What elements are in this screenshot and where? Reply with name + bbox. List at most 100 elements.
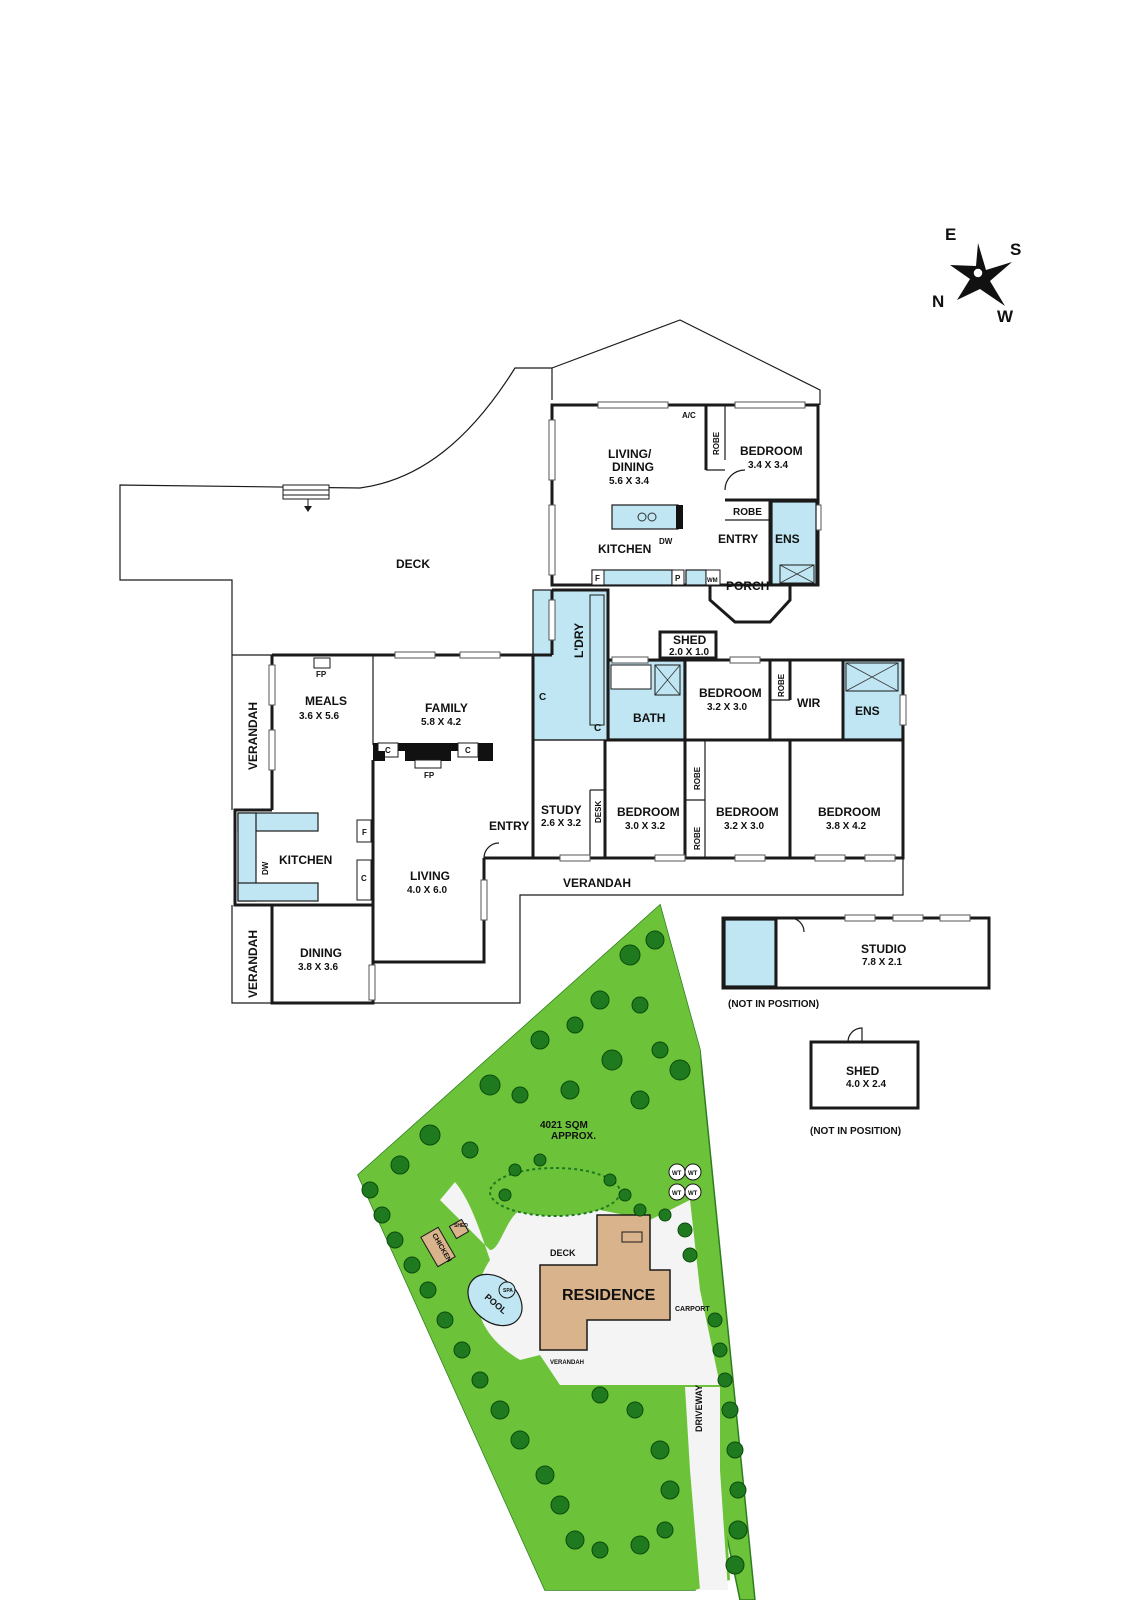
fp-living-label: FP <box>424 771 435 780</box>
fp-meals-label: FP <box>316 670 327 679</box>
living-name: LIVING <box>410 869 450 883</box>
deck-roof-outline <box>551 319 821 405</box>
compass-east: E <box>945 225 956 244</box>
robe-b-label: ROBE <box>733 507 762 518</box>
verandah-bottom-label: VERANDAH <box>563 876 631 890</box>
porch-outline <box>708 585 792 624</box>
studio-name: STUDIO <box>861 942 906 956</box>
robe-d-label: ROBE <box>693 766 702 790</box>
compass-rose-icon: E S N W <box>932 225 1021 326</box>
study-dims: 2.6 X 3.2 <box>541 818 581 829</box>
living-dining-dims: 5.6 X 3.4 <box>609 476 649 487</box>
shed-name: SHED <box>846 1064 880 1078</box>
c-fire-right-label: C <box>465 746 471 755</box>
robe-a-label: ROBE <box>712 431 721 455</box>
deck-outline <box>119 367 553 655</box>
site-deck-label: DECK <box>550 1248 576 1258</box>
fireplace-wall <box>373 742 493 769</box>
site-verandah-label: VERANDAH <box>550 1360 584 1366</box>
chicken-coop <box>420 1226 456 1268</box>
living-dims: 4.0 X 6.0 <box>407 885 447 896</box>
c-kitchen-label: C <box>361 874 367 883</box>
kitchen-island <box>611 504 679 530</box>
wt-3-label: WT <box>672 1191 682 1197</box>
upper-wing-walls <box>550 403 820 587</box>
living-dining-name-1: LIVING/ <box>608 447 652 461</box>
dw-lower-label: DW <box>261 861 270 875</box>
wt-4-label: WT <box>688 1191 698 1197</box>
bedroom-a-name: BEDROOM <box>740 444 803 458</box>
verandah-left-lower-label: VERANDAH <box>246 930 260 998</box>
living-dining-name-2: DINING <box>612 460 654 474</box>
site-spa-label: SPA <box>503 1288 513 1294</box>
porch-label: PORCH <box>726 579 769 593</box>
deck-steps <box>282 484 330 512</box>
dw-upper-label: DW <box>659 537 673 546</box>
f-lower-label: F <box>362 828 367 837</box>
shed-small-dims: 2.0 X 1.0 <box>669 647 709 658</box>
compass-north: N <box>932 292 944 311</box>
dining-name: DINING <box>300 946 342 960</box>
bedroom-a-dims: 3.4 X 3.4 <box>748 460 788 471</box>
meals-name: MEALS <box>305 694 347 708</box>
deck-label: DECK <box>396 557 430 571</box>
residence-footprint <box>539 1214 671 1351</box>
studio-note: (NOT IN POSITION) <box>728 999 819 1010</box>
site-driveway-label: DRIVEWAY <box>694 1385 704 1432</box>
wir-label: WIR <box>797 696 821 710</box>
wm-label: WM <box>707 578 718 584</box>
bedroom-c-dims: 3.0 X 3.2 <box>625 821 665 832</box>
family-dims: 5.8 X 4.2 <box>421 717 461 728</box>
ens-lower-label: ENS <box>855 704 880 718</box>
desk-label: DESK <box>594 801 603 823</box>
bedroom-b-name: BEDROOM <box>699 686 762 700</box>
study-name: STUDY <box>541 803 582 817</box>
site-area-1: 4021 SQM <box>540 1120 588 1131</box>
site-trees <box>361 930 748 1575</box>
bedroom-e-name: BEDROOM <box>818 805 881 819</box>
compass-west: W <box>997 307 1014 326</box>
shed-small-name: SHED <box>673 633 707 647</box>
c-bath-label: C <box>594 723 601 734</box>
verandah-left-label: VERANDAH <box>246 702 260 770</box>
c-ldry-label: C <box>539 692 546 703</box>
shed-note: (NOT IN POSITION) <box>810 1126 901 1137</box>
bedroom-d-name: BEDROOM <box>716 805 779 819</box>
ldry-label: L'DRY <box>572 623 586 658</box>
site-area-2: APPROX. <box>551 1131 596 1142</box>
kitchen-lower-label: KITCHEN <box>279 853 332 867</box>
ac-label: A/C <box>682 411 696 420</box>
studio-building <box>721 914 991 990</box>
bedroom-d-dims: 3.2 X 3.0 <box>724 821 764 832</box>
robe-c-label: ROBE <box>777 673 786 697</box>
wt-2-label: WT <box>688 1171 698 1177</box>
site-carport-label: CARPORT <box>675 1306 710 1313</box>
site-shed <box>448 1218 470 1240</box>
site-shed-label: SHED <box>454 1223 468 1229</box>
shed-building <box>809 1027 920 1110</box>
residence-label: RESIDENCE <box>562 1287 656 1304</box>
wt-1-label: WT <box>672 1171 682 1177</box>
robe-e-label: ROBE <box>693 826 702 850</box>
shed-small-walls <box>658 630 718 660</box>
entry-lower-label: ENTRY <box>489 819 529 833</box>
water-tanks <box>668 1163 702 1201</box>
bath-label: BATH <box>633 711 665 725</box>
site-plan <box>357 903 756 1600</box>
meals-dims: 3.6 X 5.6 <box>299 711 339 722</box>
ens-upper-label: ENS <box>775 532 800 546</box>
f-upper-label: F <box>595 574 600 583</box>
shed-dims: 4.0 X 2.4 <box>846 1079 886 1090</box>
p-upper-label: P <box>675 574 681 583</box>
south-bedroom-walls <box>531 740 905 860</box>
entry-upper-label: ENTRY <box>718 532 758 546</box>
bedroom-b-dims: 3.2 X 3.0 <box>707 702 747 713</box>
c-fire-left-label: C <box>385 746 391 755</box>
bedroom-e-dims: 3.8 X 4.2 <box>826 821 866 832</box>
studio-dims: 7.8 X 2.1 <box>862 957 902 968</box>
family-wing-walls <box>272 653 535 740</box>
kitchen-upper-label: KITCHEN <box>598 542 651 556</box>
bedroom-c-name: BEDROOM <box>617 805 680 819</box>
